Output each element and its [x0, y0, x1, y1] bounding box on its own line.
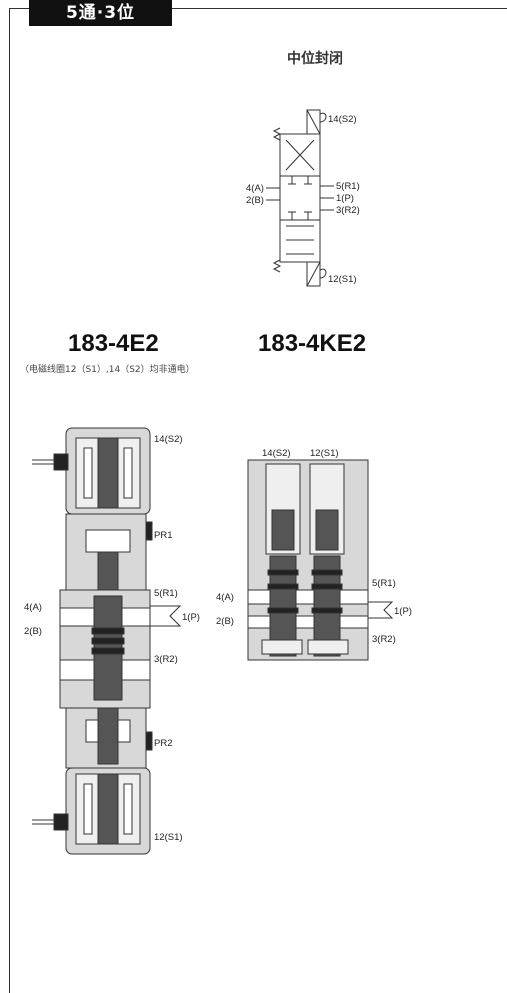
sym-label-a: 4(A) — [246, 183, 264, 194]
sym-label-p: 1(P) — [336, 193, 354, 204]
right-label-r1: 5(R1) — [372, 578, 396, 589]
right-label-s2: 14(S2) — [262, 448, 291, 459]
left-label-r2: 3(R2) — [154, 654, 178, 665]
valve-cross-section-right: 14(S2) 12(S1) 5(R1) 4(A) 1(P) 2(B) 3(R2) — [216, 448, 412, 661]
model-left-title: 183-4E2 — [68, 330, 159, 357]
frame-left-line — [9, 8, 10, 993]
left-label-p: 1(P) — [182, 612, 200, 623]
right-label-s1: 12(S1) — [310, 448, 339, 459]
left-label-s1: 12(S1) — [154, 832, 183, 843]
sym-label-r1: 5(R1) — [336, 181, 360, 192]
sym-label-r2: 3(R2) — [336, 205, 360, 216]
left-label-a: 4(A) — [24, 602, 42, 613]
model-right-title: 183-4KE2 — [258, 330, 367, 357]
right-label-a: 4(A) — [216, 592, 234, 603]
left-label-pr2: PR2 — [154, 738, 172, 749]
right-label-r2: 3(R2) — [372, 634, 396, 645]
model-left-note: （电磁线圈12（S1）,14（S2）均非通电） — [20, 365, 195, 375]
sym-label-s1: 12(S1) — [328, 274, 357, 285]
right-label-p: 1(P) — [394, 606, 412, 617]
frame-top-line — [172, 8, 507, 9]
left-label-b: 2(B) — [24, 626, 42, 637]
right-label-b: 2(B) — [216, 616, 234, 627]
left-label-pr1: PR1 — [154, 530, 172, 541]
section-tag: 5通·3位 — [29, 0, 172, 26]
left-label-r1: 5(R1) — [154, 588, 178, 599]
sym-label-b: 2(B) — [246, 195, 264, 206]
valve-cross-section-left: 14(S2) PR1 5(R1) 4(A) 1(P) 2(B) 3(R2) PR… — [24, 427, 200, 855]
frame-top-left-line — [9, 8, 29, 9]
left-label-s2: 14(S2) — [154, 434, 183, 445]
sym-label-s2: 14(S2) — [328, 114, 357, 125]
symbol-title: 中位封闭 — [287, 51, 343, 67]
valve-symbol: 14(S2) 4(A) 2(B) 5(R1) 1(P) 3(R2) 12(S1) — [246, 109, 360, 287]
